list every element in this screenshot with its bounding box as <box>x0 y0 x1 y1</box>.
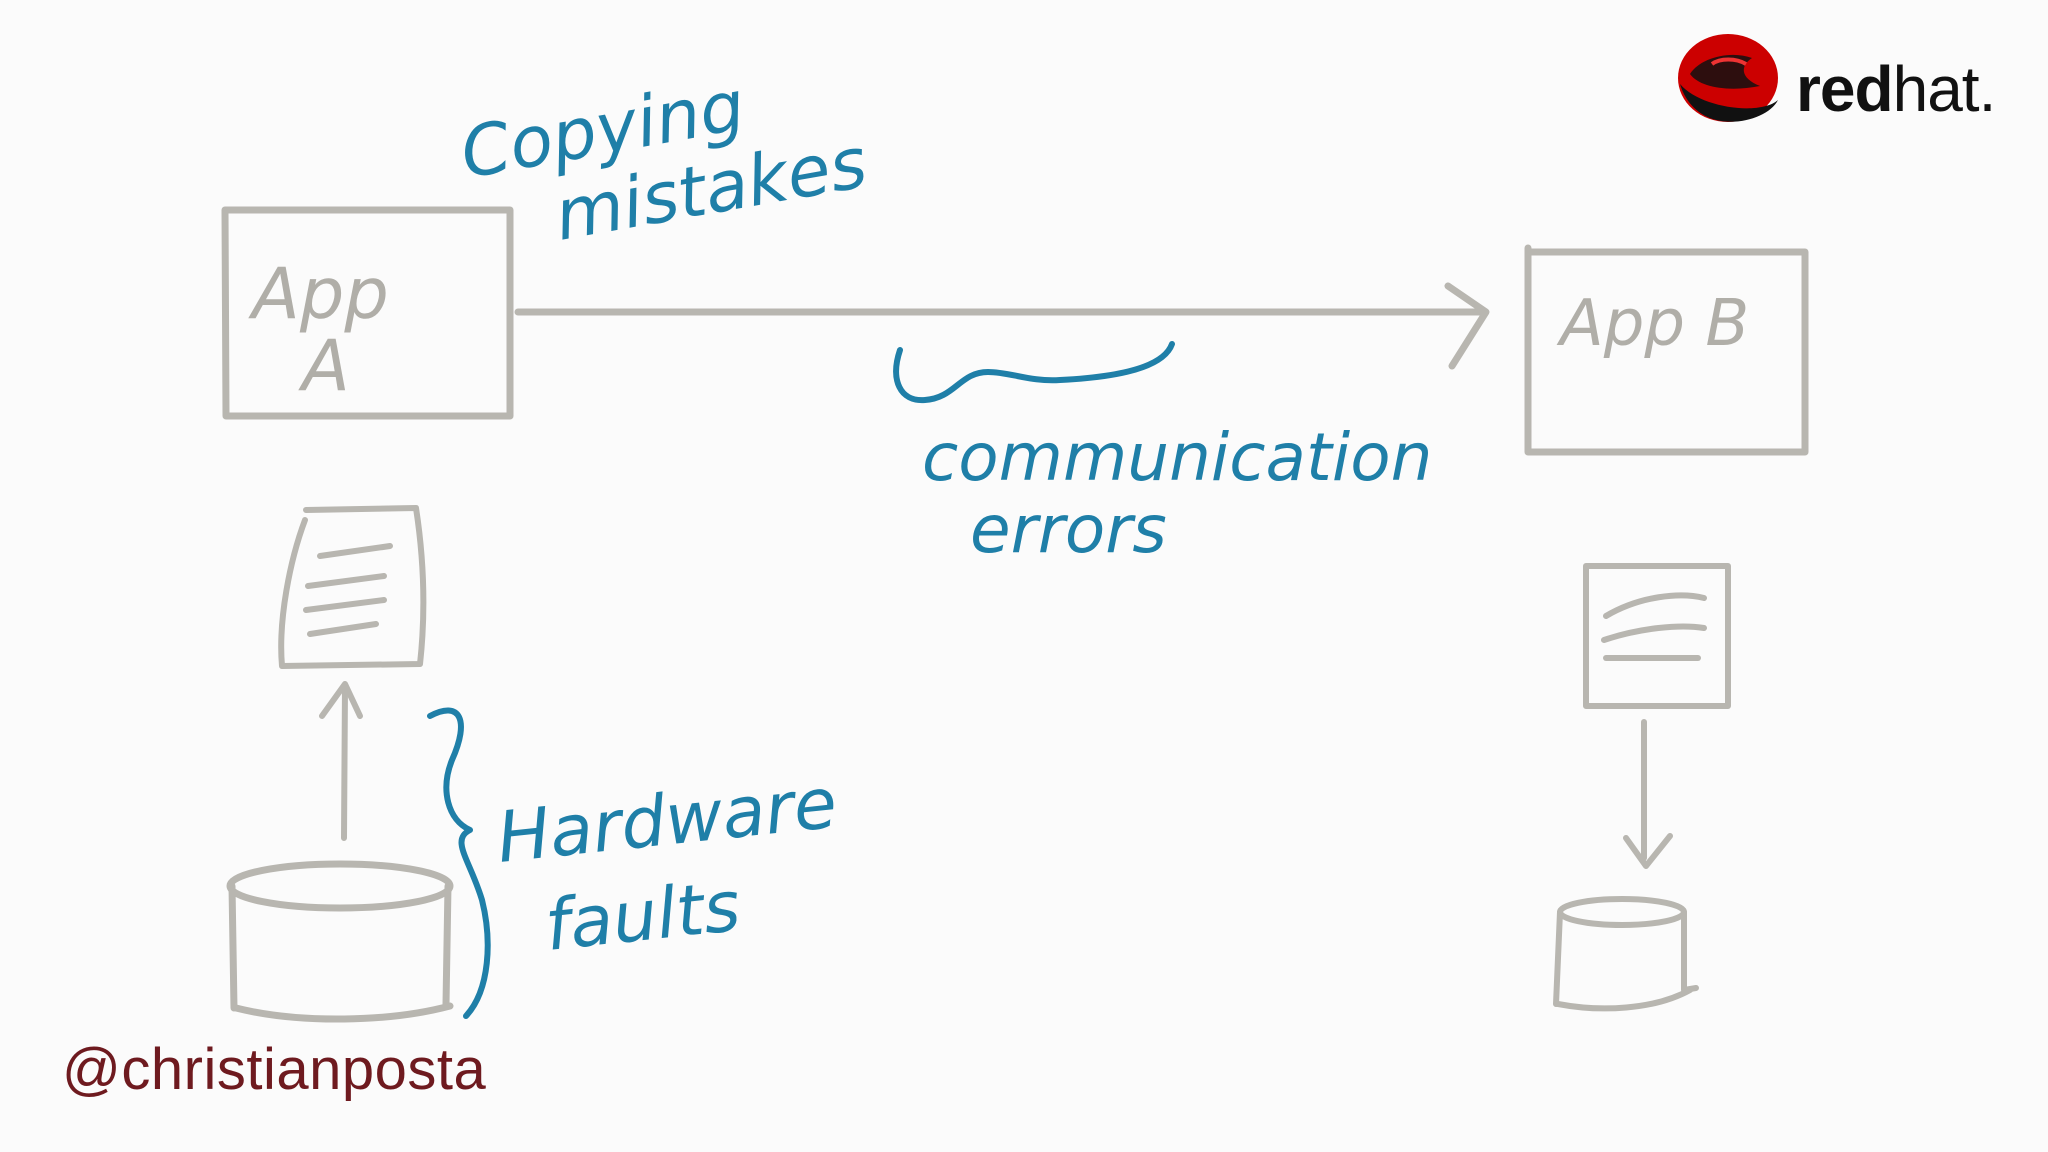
hw-label-line1: Hardware <box>493 762 840 879</box>
brand-name-light: hat <box>1892 53 1980 125</box>
document-icon-left <box>278 505 427 669</box>
author-handle: @christianposta <box>62 1037 487 1102</box>
app-a-node: App A <box>221 206 514 420</box>
down-arrow-right <box>1623 719 1673 869</box>
document-icon-right <box>1583 563 1731 709</box>
database-icon-right <box>1553 896 1699 1012</box>
comm-label-line2: errors <box>970 491 1167 568</box>
hw-label-line2: faults <box>541 865 744 967</box>
brand-trademark: . <box>1978 53 1997 125</box>
hardware-faults-annotation: Hardware faults <box>427 707 841 1019</box>
communication-errors-annotation: communication errors <box>893 341 1432 568</box>
app-b-node: App B <box>1524 244 1809 456</box>
app-a-box <box>221 206 514 420</box>
communication-arrow <box>514 282 1490 370</box>
redhat-wordmark: redhat. <box>1796 52 1997 126</box>
copying-mistakes-annotation: Copying mistakes <box>455 64 873 256</box>
app-b-box <box>1524 244 1809 456</box>
communication-brace <box>893 341 1175 404</box>
up-arrow-left <box>319 681 363 841</box>
app-a-label-line1: App <box>248 253 389 335</box>
app-b-label: App B <box>1556 287 1749 361</box>
database-icon-left <box>226 860 454 1023</box>
hardware-brace <box>427 707 491 1019</box>
app-a-label-line2: A <box>298 325 350 407</box>
brand-name-bold: red <box>1796 53 1894 125</box>
comm-label-line1: communication <box>922 419 1432 496</box>
redhat-logo-icon <box>1678 34 1778 122</box>
